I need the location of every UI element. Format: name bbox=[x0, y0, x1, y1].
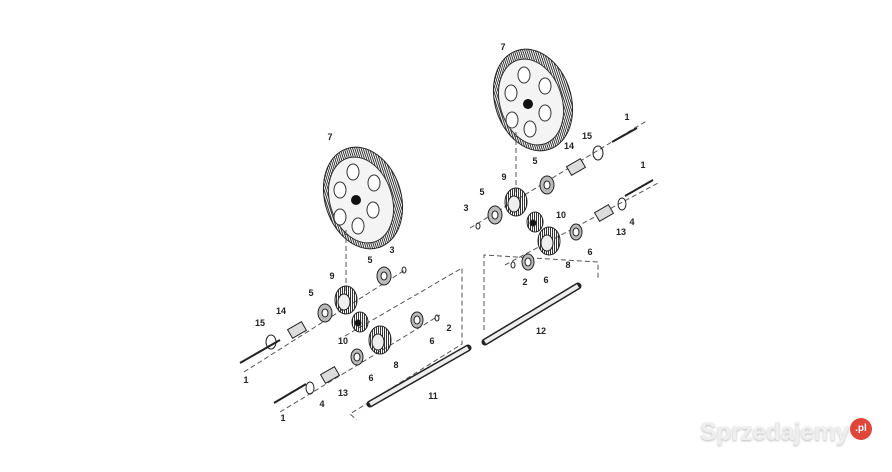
part-callout-label: 13 bbox=[616, 227, 626, 237]
part-callout-label: 7 bbox=[500, 42, 505, 52]
shaft-11 bbox=[366, 344, 472, 408]
part-callout-label: 10 bbox=[556, 210, 566, 220]
part-callout-label: 5 bbox=[308, 288, 313, 298]
assembly-center-lines bbox=[243, 119, 661, 421]
part-callout-label: 5 bbox=[479, 187, 484, 197]
part-callout-label: 2 bbox=[446, 323, 451, 333]
part-callout-label: 12 bbox=[536, 326, 546, 336]
part-callout-label: 15 bbox=[255, 318, 265, 328]
right-large-gear-7 bbox=[492, 48, 574, 152]
right-part-labels: 7 1 15 14 5 9 5 3 1 10 413 6 2 6 8 12 bbox=[463, 42, 645, 336]
part-callout-label: 14 bbox=[276, 306, 286, 316]
part-callout-label: 6 bbox=[429, 336, 434, 346]
small-parts bbox=[265, 145, 627, 395]
part-callout-label: 1 bbox=[243, 375, 248, 385]
part-callout-label: 2 bbox=[522, 277, 527, 287]
part-callout-label: 15 bbox=[582, 131, 592, 141]
part-callout-label: 8 bbox=[565, 260, 570, 270]
part-callout-label: 14 bbox=[564, 141, 574, 151]
shaft-12 bbox=[481, 282, 582, 346]
part-callout-label: 4 bbox=[629, 217, 634, 227]
part-callout-label: 10 bbox=[338, 336, 348, 346]
part-callout-label: 1 bbox=[280, 413, 285, 423]
left-large-gear-7 bbox=[322, 146, 404, 250]
part-callout-label: 3 bbox=[463, 203, 468, 213]
part-callout-label: 4 bbox=[319, 399, 324, 409]
part-callout-label: 1 bbox=[624, 112, 629, 122]
bolts bbox=[239, 127, 654, 404]
part-callout-label: 8 bbox=[393, 360, 398, 370]
part-callout-label: 1 bbox=[640, 160, 645, 170]
part-callout-label: 7 bbox=[327, 132, 332, 142]
part-callout-label: 6 bbox=[368, 373, 373, 383]
part-callout-label: 6 bbox=[587, 247, 592, 257]
part-callout-label: 5 bbox=[367, 255, 372, 265]
part-callout-label: 13 bbox=[338, 388, 348, 398]
part-callout-label: 3 bbox=[389, 245, 394, 255]
part-callout-label: 11 bbox=[428, 391, 438, 401]
part-callout-label: 6 bbox=[543, 275, 548, 285]
watermark-logo: Sprzedajemy bbox=[700, 418, 849, 446]
watermark-badge: .pl bbox=[850, 418, 872, 440]
part-callout-label: 9 bbox=[501, 172, 506, 182]
part-callout-label: 9 bbox=[329, 271, 334, 281]
part-callout-label: 5 bbox=[532, 156, 537, 166]
